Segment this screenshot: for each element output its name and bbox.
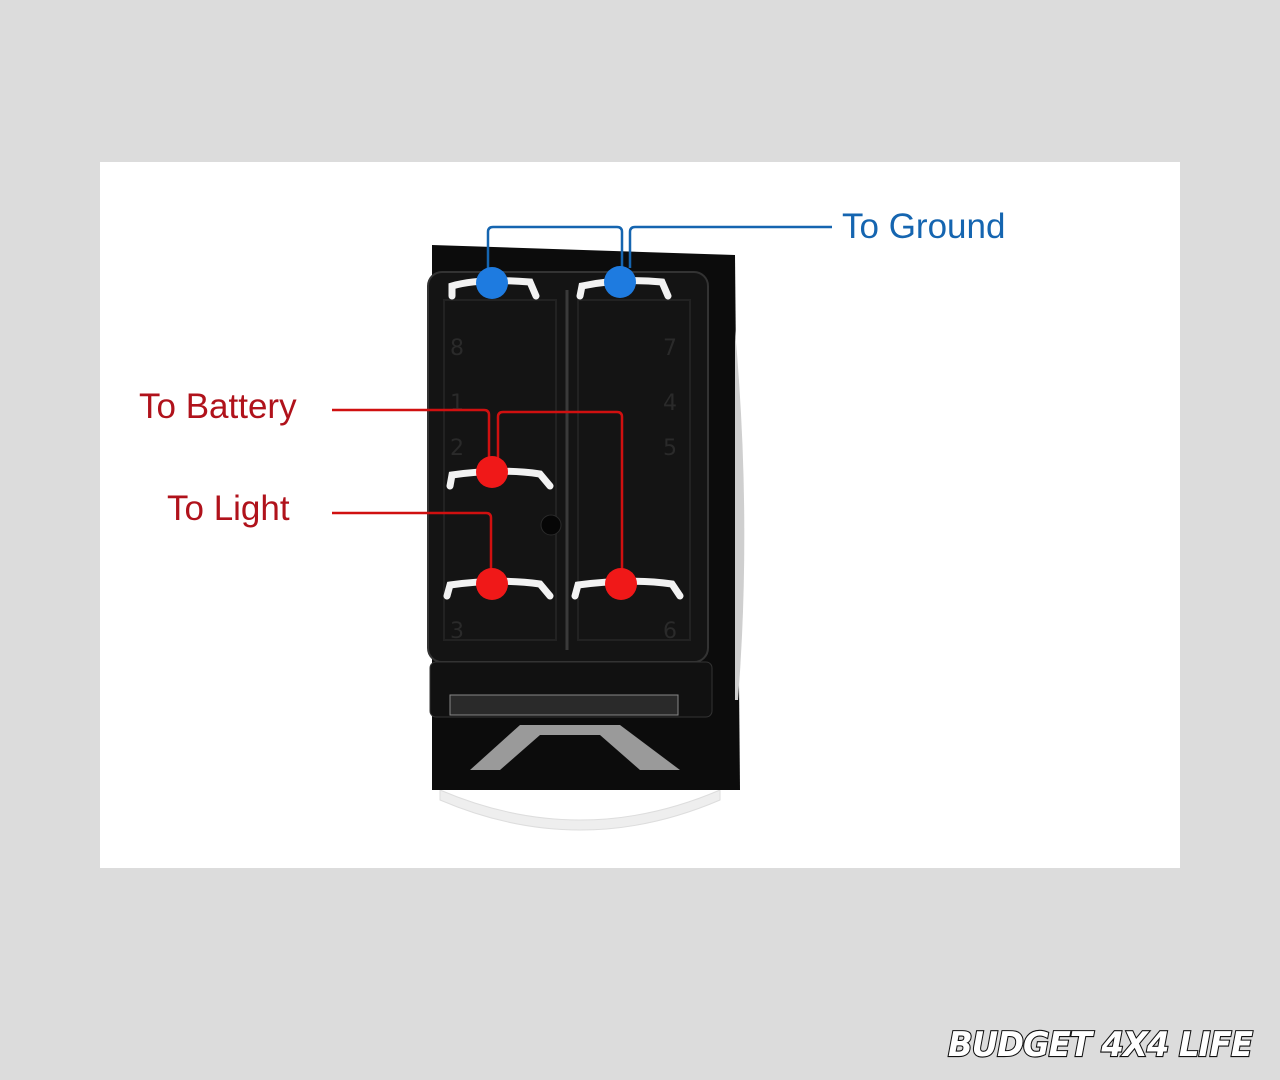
- light-terminal-dot: [476, 568, 508, 600]
- svg-text:5: 5: [663, 436, 677, 461]
- label-to-light: To Light: [167, 489, 290, 528]
- svg-text:8: 8: [450, 336, 464, 361]
- svg-text:4: 4: [663, 391, 677, 416]
- svg-text:2: 2: [450, 436, 464, 461]
- label-to-battery: To Battery: [139, 387, 297, 426]
- svg-text:1: 1: [450, 391, 464, 416]
- svg-text:6: 6: [663, 619, 677, 644]
- ground-terminal-dot: [476, 267, 508, 299]
- battery-jumper-terminal-dot: [605, 568, 637, 600]
- label-to-ground: To Ground: [842, 207, 1005, 246]
- ground-wires: [486, 225, 832, 268]
- svg-text:7: 7: [663, 336, 677, 361]
- rocker-switch: 8 7 1 4 2 5 3 6: [427, 245, 745, 831]
- battery-terminal-dot: [476, 456, 508, 488]
- power-wires: [332, 408, 624, 582]
- watermark-logo: BUDGET 4X4 LIFE: [948, 1025, 1253, 1065]
- svg-text:3: 3: [450, 619, 464, 644]
- ground-terminal-dot: [604, 266, 636, 298]
- pin-numbers: 8 7 1 4 2 5 3 6: [450, 336, 677, 644]
